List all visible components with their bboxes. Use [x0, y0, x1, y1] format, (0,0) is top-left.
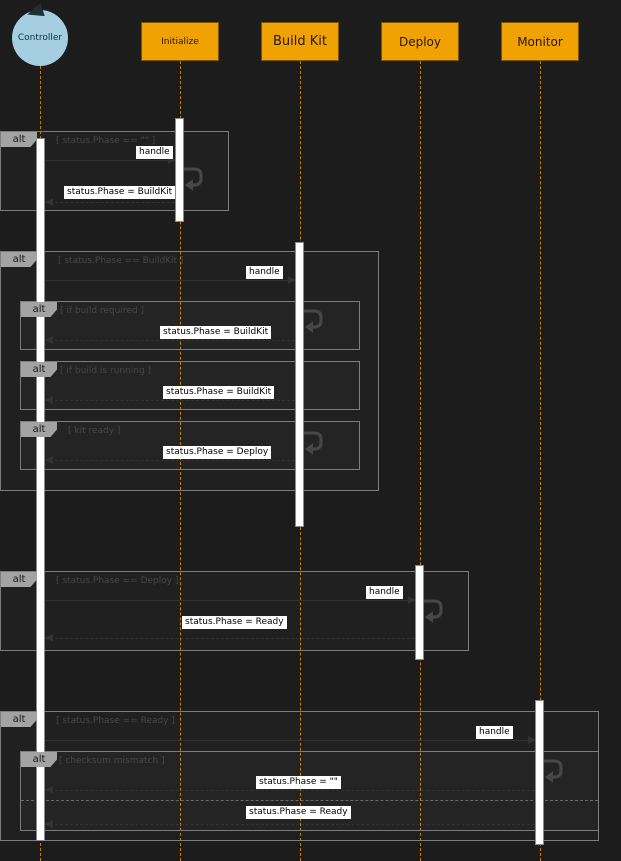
fragment-guard: [ if build required ] [60, 306, 144, 316]
fragment-guard: [ status.Phase == Deploy ] [56, 576, 179, 586]
message-line-handle-3 [45, 600, 415, 601]
message-line-deploy-set [45, 638, 415, 639]
participant-monitor-label: Monitor [517, 34, 563, 49]
fragment-operator-label: alt [21, 302, 57, 317]
participant-build-kit-label: Build Kit [273, 34, 327, 49]
fragment-operator-label: alt [1, 132, 37, 147]
message-line-handle-4 [45, 740, 535, 741]
arrowhead-deploy-set [45, 634, 53, 642]
activation-initialize [175, 118, 184, 222]
participant-build-kit: Build Kit [261, 22, 339, 61]
self-message-loop-icon [184, 167, 203, 191]
message-line-return-1 [45, 202, 175, 203]
self-message-loop-icon [304, 309, 323, 333]
arrowhead-handle-1 [168, 156, 176, 164]
message-label-set-phase: status.Phase = BuildKit [163, 386, 275, 399]
controller-actor-label: Controller [17, 33, 63, 43]
arrowhead-checksum-set [45, 786, 53, 794]
participant-monitor: Monitor [501, 22, 579, 61]
lifeline-initialize [180, 61, 181, 861]
self-message-loop-icon [544, 759, 563, 783]
alt-fragment-build-running [20, 361, 360, 410]
controller-actor: Controller [12, 10, 68, 66]
fragment-guard: [ kit ready ] [68, 426, 121, 436]
participant-deploy: Deploy [381, 22, 459, 61]
fragment-operator-label: alt [21, 362, 57, 377]
participant-initialize: Initialize [141, 22, 219, 61]
message-line-handle-1 [45, 160, 175, 161]
arrowhead-handle-2 [288, 276, 296, 284]
alt-fragment-phase-buildkit [0, 251, 379, 491]
arrowhead-build-required [45, 336, 53, 344]
arrowhead-ready-set [45, 820, 53, 828]
fragment-guard: [ status.Phase == Ready ] [56, 716, 175, 726]
message-line-build-running [45, 400, 295, 401]
message-label-set-phase: status.Phase = Ready [182, 616, 287, 629]
message-label-set-phase: status.Phase = BuildKit [64, 186, 176, 199]
message-line-build-required [45, 340, 295, 341]
self-message-loop-icon [304, 431, 323, 455]
alt-fragment-checksum-mismatch [20, 751, 599, 831]
arrowhead-kit-ready [45, 456, 53, 464]
participant-deploy-label: Deploy [398, 34, 442, 49]
fragment-guard: [ checksum mismatch ] [59, 756, 165, 766]
activation-build-kit [295, 242, 304, 527]
fragment-guard: [ if build is running ] [60, 366, 152, 376]
message-line-kit-ready [45, 460, 295, 461]
else-divider [21, 800, 598, 801]
message-line-ready-set [45, 824, 535, 825]
message-label-handle: handle [366, 586, 403, 599]
alt-fragment-kit-ready [20, 421, 360, 470]
arrowhead-handle-4 [528, 736, 536, 744]
alt-fragment-phase-deploy [0, 571, 469, 651]
message-label-handle: handle [136, 146, 173, 159]
fragment-operator-label: alt [21, 752, 57, 767]
arrowhead-return-1 [45, 198, 53, 206]
participant-initialize-label: Initialize [161, 36, 199, 47]
message-label-set-phase: status.Phase = BuildKit [160, 326, 272, 339]
message-label-set-phase: status.Phase = Ready [246, 806, 351, 819]
arrowhead-handle-3 [408, 596, 416, 604]
self-message-loop-icon [424, 599, 443, 623]
activation-monitor [535, 700, 544, 845]
fragment-operator-label: alt [1, 252, 37, 267]
message-line-handle-2 [45, 280, 295, 281]
fragment-guard: [ status.Phase == "" ] [56, 136, 156, 146]
alt-fragment-phase-empty [0, 131, 229, 211]
lifeline-deploy [420, 61, 421, 861]
fragment-operator-label: alt [21, 422, 57, 437]
fragment-operator-label: alt [1, 712, 37, 727]
message-line-checksum-set [45, 790, 535, 791]
alt-fragment-build-required [20, 301, 360, 350]
activation-deploy [415, 565, 424, 660]
arrowhead-build-running [45, 396, 53, 404]
message-label-handle: handle [246, 266, 283, 279]
activation-controller [36, 138, 45, 841]
message-label-set-phase: status.Phase = "" [256, 776, 341, 789]
message-label-handle: handle [476, 726, 513, 739]
message-label-set-phase: status.Phase = Deploy [163, 446, 272, 459]
lifeline-monitor [540, 61, 541, 861]
fragment-guard: [ status.Phase == BuildKit ] [58, 256, 184, 266]
fragment-operator-label: alt [1, 572, 37, 587]
